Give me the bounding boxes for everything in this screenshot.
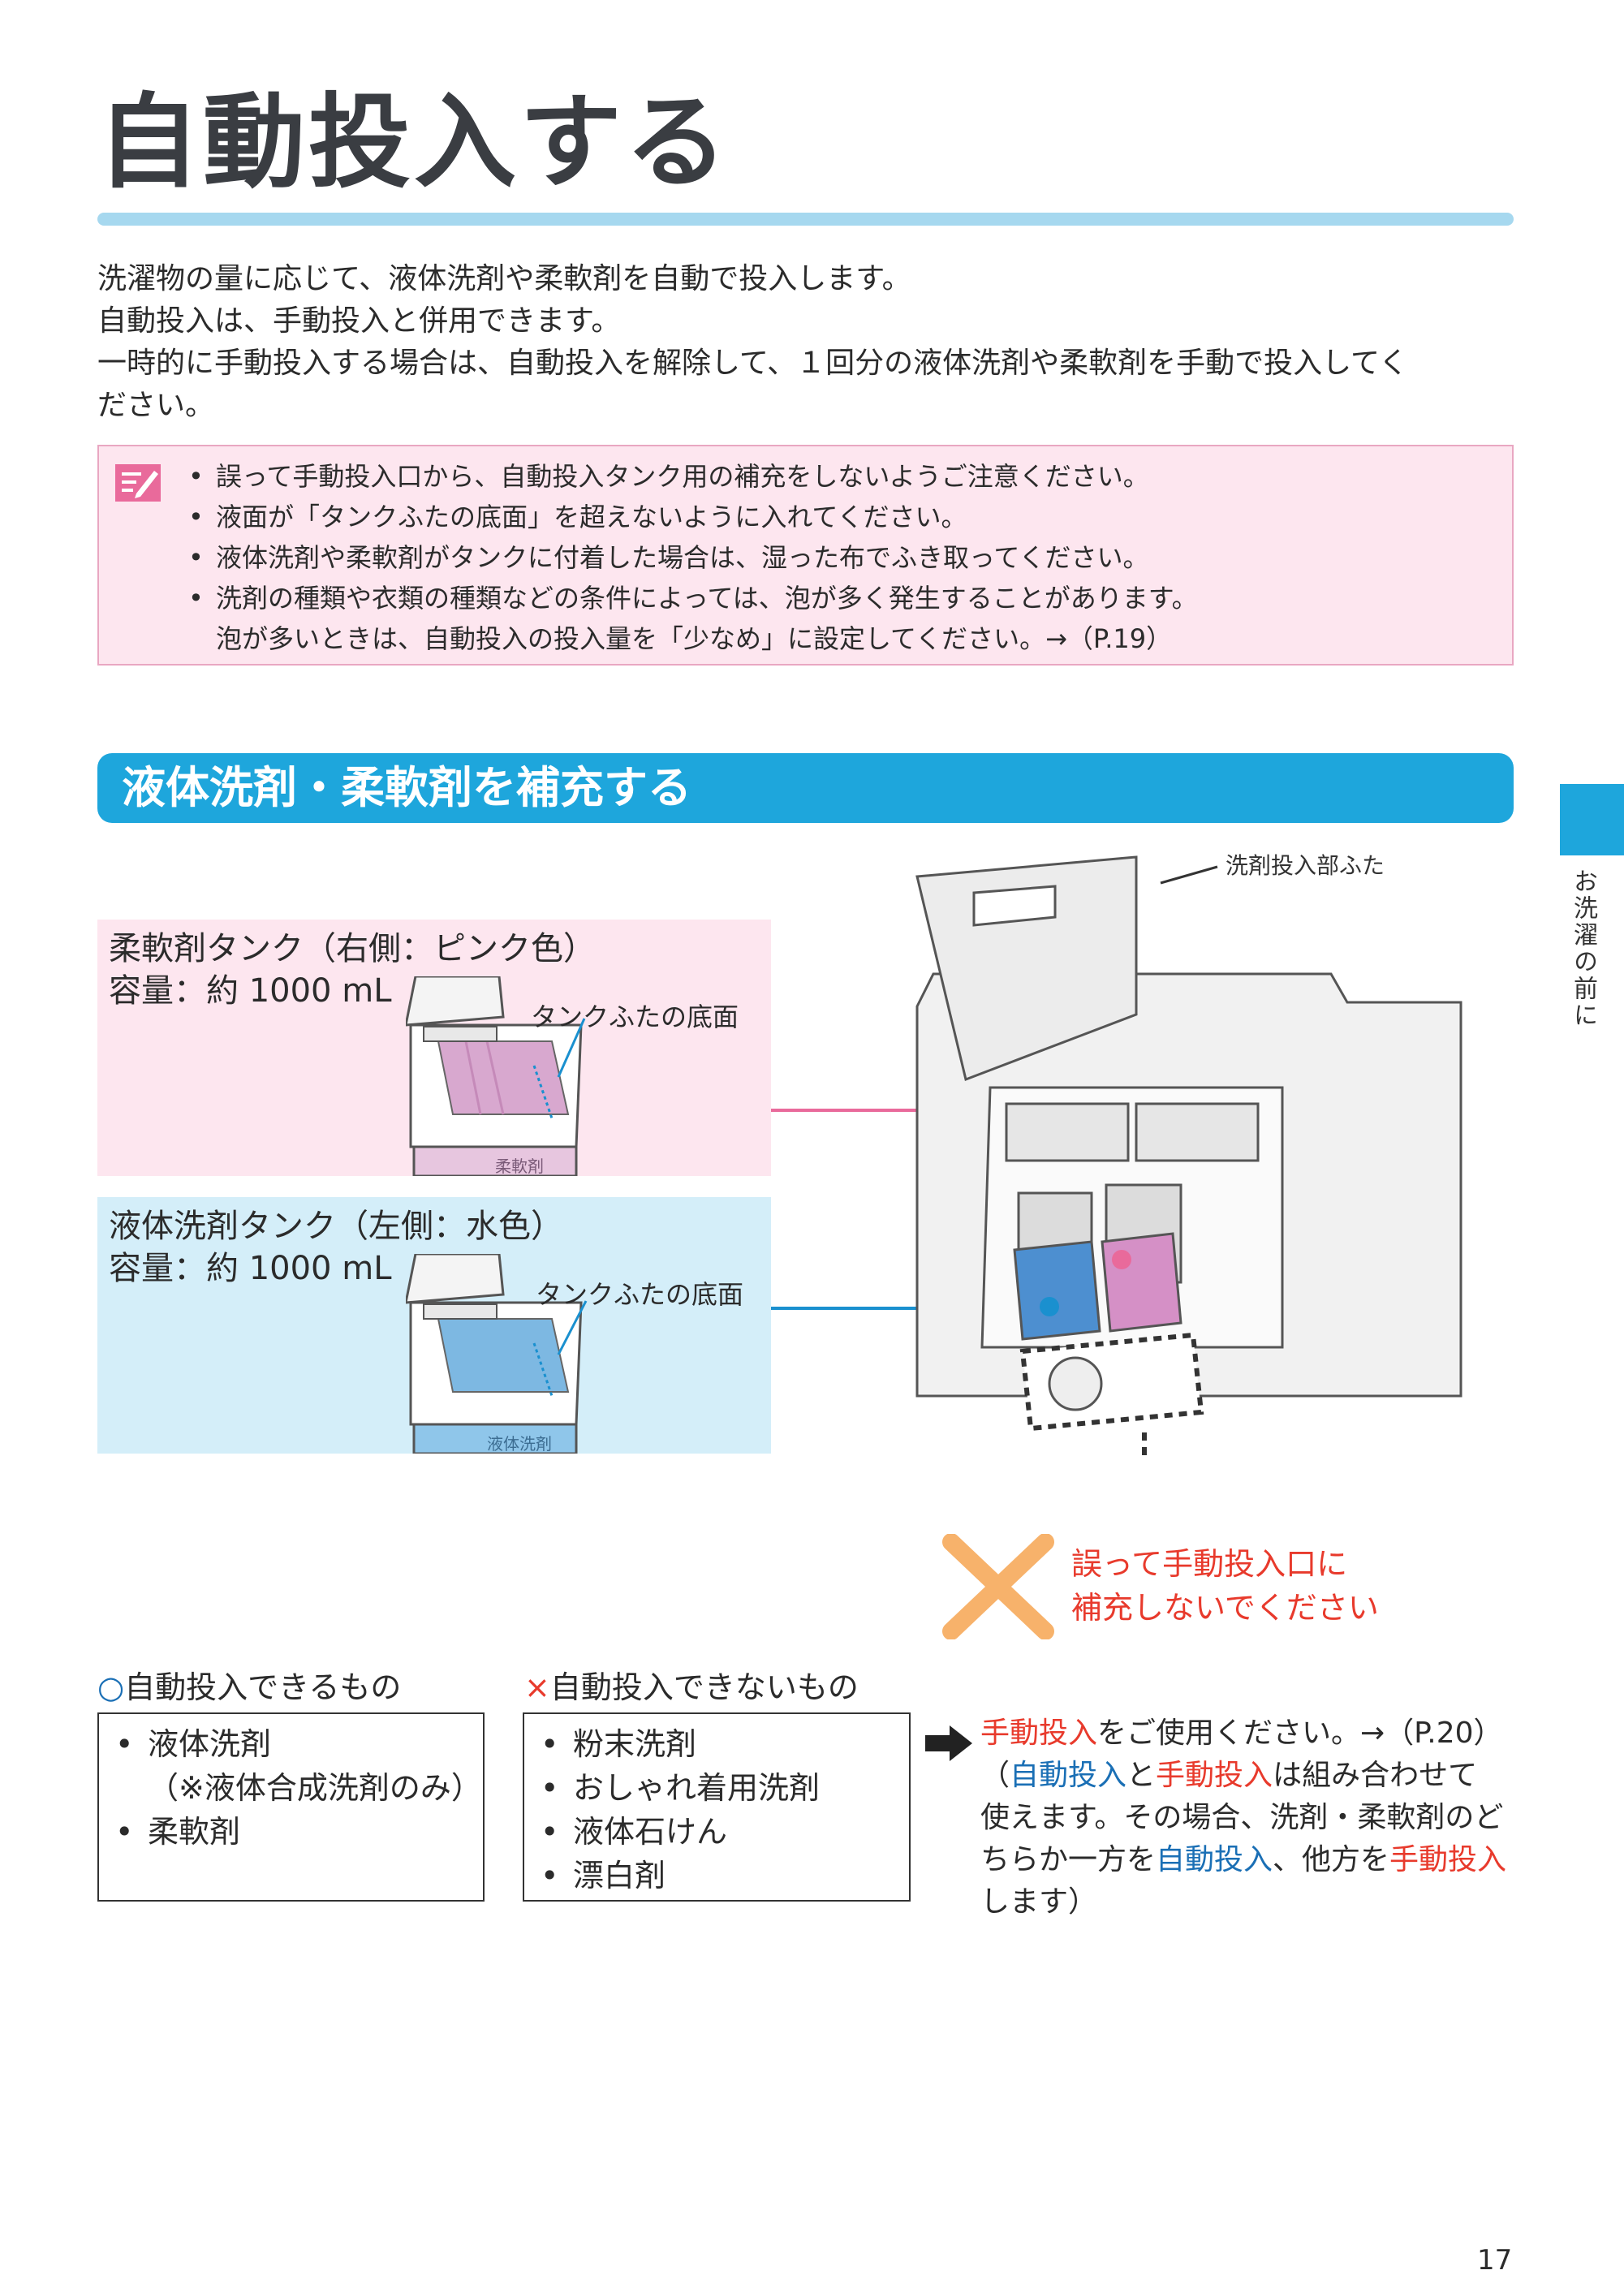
manual-inlet-warning: 誤って手動投入口に 補充しないでください [1071, 1542, 1379, 1630]
cannot-auto-dispense-heading: ×自動投入できないもの [524, 1667, 859, 1708]
detergent-capacity: 容量：約 1000 mL [109, 1250, 392, 1287]
section-title: 液体洗剤・柔軟剤を補充する [122, 762, 691, 813]
detergent-heading: 液体洗剤タンク（左側：水色） [109, 1208, 563, 1245]
instruction-text: と [1126, 1759, 1157, 1792]
list-item-note: （※液体合成洗剤のみ） [148, 1770, 482, 1806]
manual-dispense-term: 手動投入 [980, 1717, 1098, 1750]
title-underline [97, 213, 1514, 226]
page-number: 17 [1477, 2244, 1513, 2277]
caution-list: 誤って手動投入口から、自動投入タンク用の補充をしないようご注意ください。 液面が… [188, 456, 1198, 659]
list-item: おしゃれ着用洗剤 [541, 1766, 909, 1810]
intro-line: 自動投入は、手動投入と併用できます。 [97, 304, 621, 338]
list-item: 柔軟剤 [115, 1810, 483, 1854]
caution-item: 液体洗剤や柔軟剤がタンクに付着した場合は、湿った布でふき取ってください。 [188, 537, 1198, 578]
caution-item: 誤って手動投入口から、自動投入タンク用の補充をしないようご注意ください。 [188, 456, 1198, 497]
chapter-tab [1560, 784, 1624, 855]
list-item: 液体洗剤 [115, 1722, 483, 1766]
cross-mark-icon: × [524, 1669, 550, 1705]
list-item: 漂白剤 [541, 1854, 909, 1898]
instruction-text: ちらか一方を [980, 1843, 1157, 1876]
can-auto-dispense-heading: ○自動投入できるもの [97, 1667, 401, 1708]
manual-dispense-instructions: 手動投入をご使用ください。→（P.20） （自動投入と手動投入は組み合わせて 使… [980, 1712, 1506, 1923]
instruction-text: 、他方を [1273, 1843, 1390, 1876]
intro-line: 一時的に手動投入する場合は、自動投入を解除して、１回分の液体洗剤や柔軟剤を手動で… [97, 347, 1408, 380]
softener-lid-bottom-label: タンクふたの底面 [531, 1002, 739, 1032]
page-title: 自動投入する [97, 83, 730, 202]
prohibited-x-icon [942, 1534, 1054, 1639]
caution-item-continuation: 泡が多いときは、自動投入の投入量を「少なめ」に設定してください。→（P.19） [216, 623, 1173, 654]
cannot-heading-text: 自動投入できないもの [549, 1669, 859, 1705]
memo-pencil-icon [115, 464, 161, 502]
can-heading-text: 自動投入できるもの [124, 1669, 402, 1705]
washer-dispenser-illustration: 洗剤投入部ふた [915, 852, 1462, 1461]
chapter-tab-label: お洗濯の前に [1569, 868, 1597, 1029]
intro-text: 洗濯物の量に応じて、液体洗剤や柔軟剤を自動で投入します。 自動投入は、手動投入と… [97, 258, 1526, 427]
right-arrow-icon [925, 1725, 972, 1761]
list-item: 液体石けん [541, 1810, 909, 1854]
dispenser-lid-label: 洗剤投入部ふた [1226, 852, 1385, 879]
auto-dispense-term: 自動投入 [1156, 1843, 1273, 1876]
detergent-tank-panel: 液体洗剤タンク（左側：水色） 容量：約 1000 mL 液体洗剤 タンクふたの底… [97, 1197, 771, 1454]
section-header-bar: 液体洗剤・柔軟剤を補充する [97, 753, 1514, 823]
softener-heading: 柔軟剤タンク（右側：ピンク色） [109, 930, 596, 967]
caution-item: 液面が「タンクふたの底面」を超えないように入れてください。 [188, 497, 1198, 537]
manual-dispense-term: 手動投入 [1389, 1843, 1507, 1876]
detergent-tank-text: 液体洗剤 [487, 1434, 552, 1454]
caution-item: 洗剤の種類や衣類の種類などの条件によっては、泡が多く発生することがあります。 [188, 578, 1198, 618]
softener-tank-text: 柔軟剤 [495, 1157, 544, 1176]
caution-note-box: 誤って手動投入口から、自動投入タンク用の補充をしないようご注意ください。 液面が… [97, 445, 1514, 666]
intro-line: ださい。 [97, 389, 215, 422]
warning-line: 補充しないでください [1071, 1590, 1379, 1626]
auto-dispense-term: 自動投入 [1010, 1759, 1127, 1792]
instruction-text: 使えます。その場合、洗剤・柔軟剤のど [980, 1801, 1504, 1834]
cannot-auto-dispense-list: 粉末洗剤 おしゃれ着用洗剤 液体石けん 漂白剤 [523, 1712, 911, 1902]
instruction-text: します） [980, 1885, 1098, 1919]
manual-dispense-term: 手動投入 [1156, 1759, 1273, 1792]
list-item: 粉末洗剤 [541, 1722, 909, 1766]
detergent-lid-bottom-label: タンクふたの底面 [536, 1279, 744, 1310]
softener-tank-illustration: 柔軟剤 [406, 976, 586, 1176]
intro-line: 洗濯物の量に応じて、液体洗剤や柔軟剤を自動で投入します。 [97, 262, 911, 295]
instruction-text: は組み合わせて [1273, 1759, 1478, 1792]
softener-capacity: 容量：約 1000 mL [109, 972, 392, 1010]
can-auto-dispense-list: 液体洗剤 （※液体合成洗剤のみ） 柔軟剤 [97, 1712, 485, 1902]
detergent-tank-illustration: 液体洗剤 [406, 1254, 588, 1454]
softener-tank-panel: 柔軟剤タンク（右側：ピンク色） 容量：約 1000 mL 柔軟剤 タンクふたの底… [97, 920, 771, 1176]
instruction-text: （ [980, 1759, 1010, 1792]
instruction-text: をご使用ください。→（P.20） [1097, 1717, 1503, 1750]
circle-mark-icon: ○ [97, 1669, 125, 1705]
warning-line: 誤って手動投入口に [1071, 1546, 1348, 1582]
